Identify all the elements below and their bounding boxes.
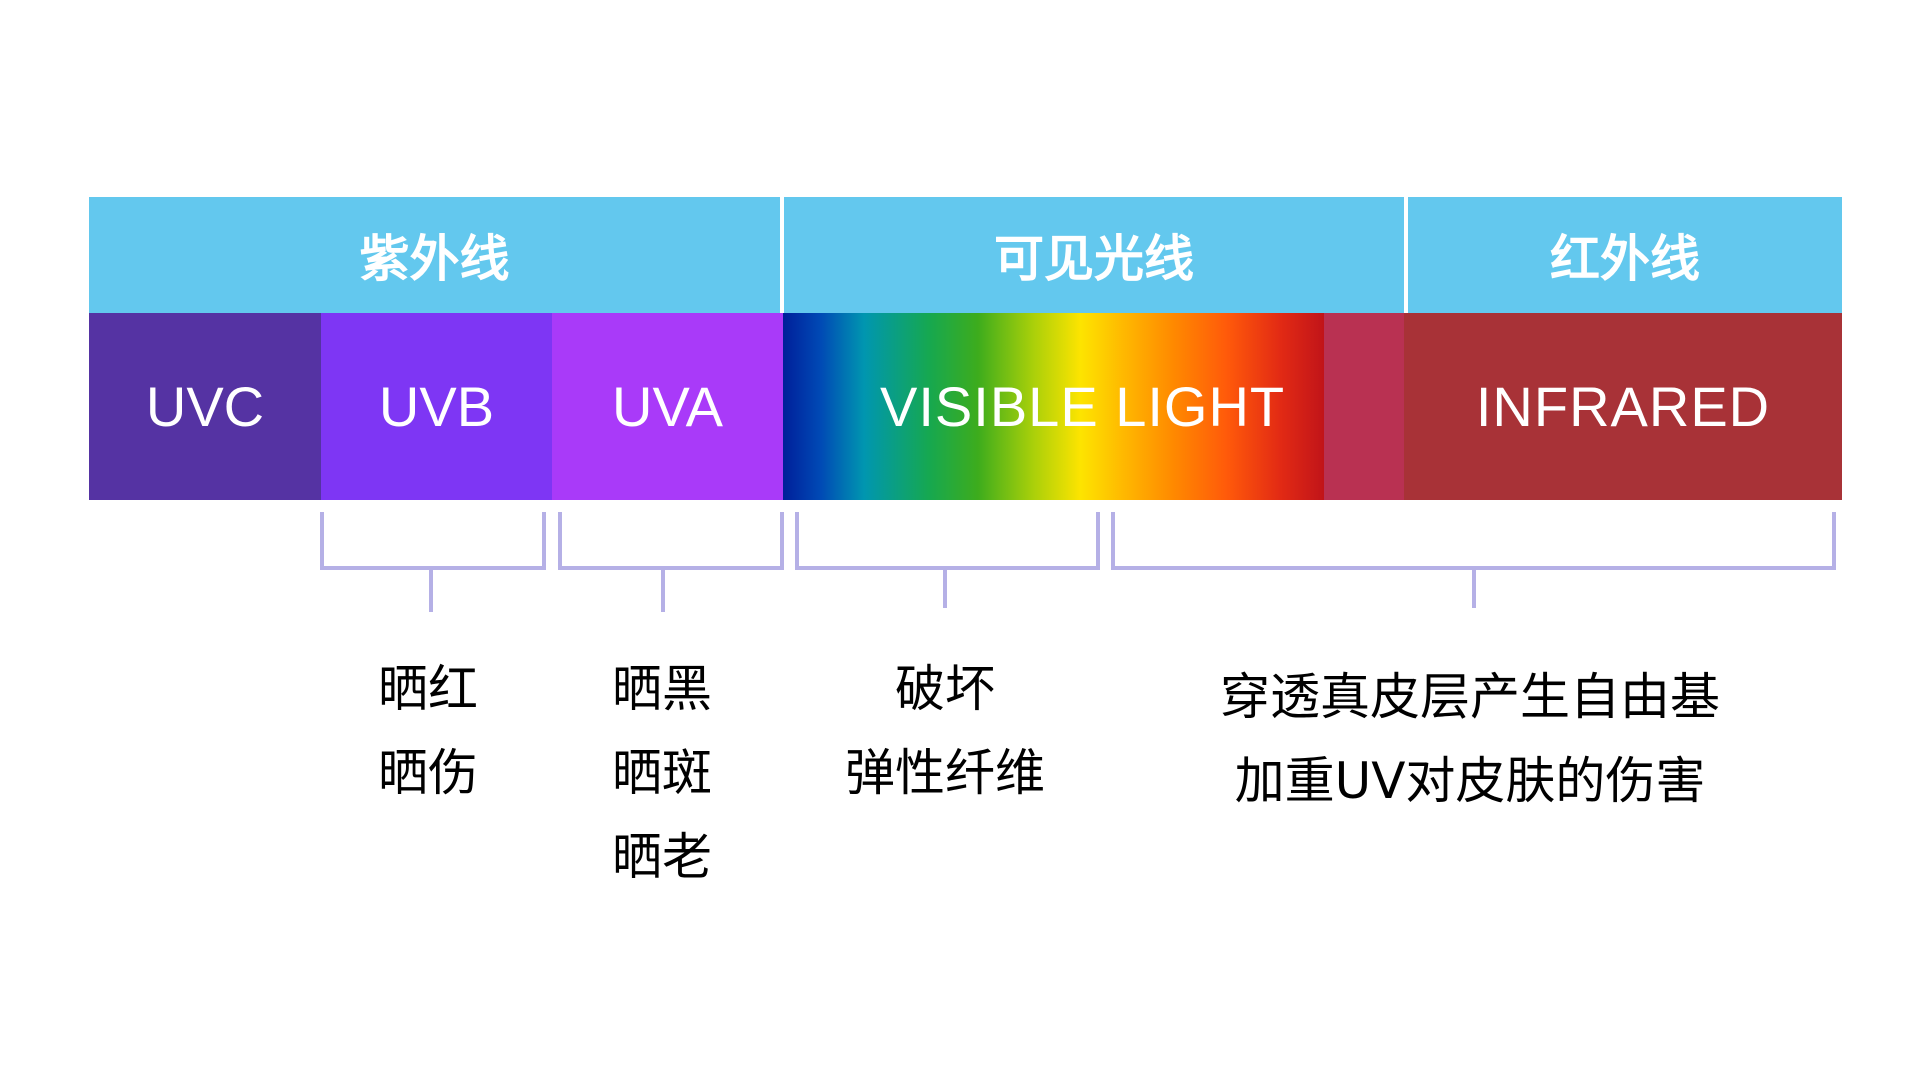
bracket-uva: [558, 512, 784, 612]
band-uvb: UVB: [321, 313, 552, 500]
band-infrared: [1404, 313, 1842, 500]
header-visible-light-label: 可见光线: [994, 230, 1194, 288]
header-infrared-label: 红外线: [1550, 230, 1700, 288]
header-ultraviolet-label: 紫外线: [359, 230, 510, 288]
effect-uva: 晒黑 晒斑 晒老: [562, 647, 762, 899]
effect-uvb-line-1: 晒红: [378, 660, 478, 718]
effect-uvb: 晒红 晒伤: [328, 647, 528, 815]
bracket-infrared: [1111, 512, 1836, 608]
header-ultraviolet: 紫外线: [89, 197, 780, 313]
band-uvc-label: UVC: [145, 375, 265, 438]
effect-uva-line-2: 晒斑: [612, 744, 712, 802]
band-uvb-label: UVB: [378, 375, 495, 438]
band-uva: UVA: [552, 313, 783, 500]
effect-visible-line-1: 破坏: [895, 660, 995, 718]
effect-visible-line-2: 弹性纤维: [845, 744, 1045, 802]
bracket-uvb: [320, 512, 546, 612]
effect-infrared-line-2: 加重UV对皮肤的伤害: [1234, 752, 1706, 810]
band-uvc: UVC: [89, 313, 321, 500]
effect-uvb-line-2: 晒伤: [378, 744, 478, 802]
effect-uva-line-3: 晒老: [612, 828, 712, 886]
band-visible-label: VISIBLE LIGHT: [880, 375, 1286, 438]
effect-infrared-line-1: 穿透真皮层产生自由基: [1220, 668, 1720, 726]
bracket-visible: [795, 512, 1100, 608]
effect-uva-line-1: 晒黑: [612, 660, 712, 718]
band-visible-gradient: [783, 313, 1324, 500]
effect-infrared: 穿透真皮层产生自由基 加重UV对皮肤的伤害: [1170, 655, 1770, 823]
header-visible-light: 可见光线: [784, 197, 1404, 313]
band-uva-label: UVA: [612, 375, 723, 438]
header-infrared: 红外线: [1408, 197, 1842, 313]
band-infrared-label: INFRARED: [1475, 375, 1771, 438]
band-transition: [1324, 313, 1404, 500]
effect-visible: 破坏 弹性纤维: [800, 647, 1090, 815]
